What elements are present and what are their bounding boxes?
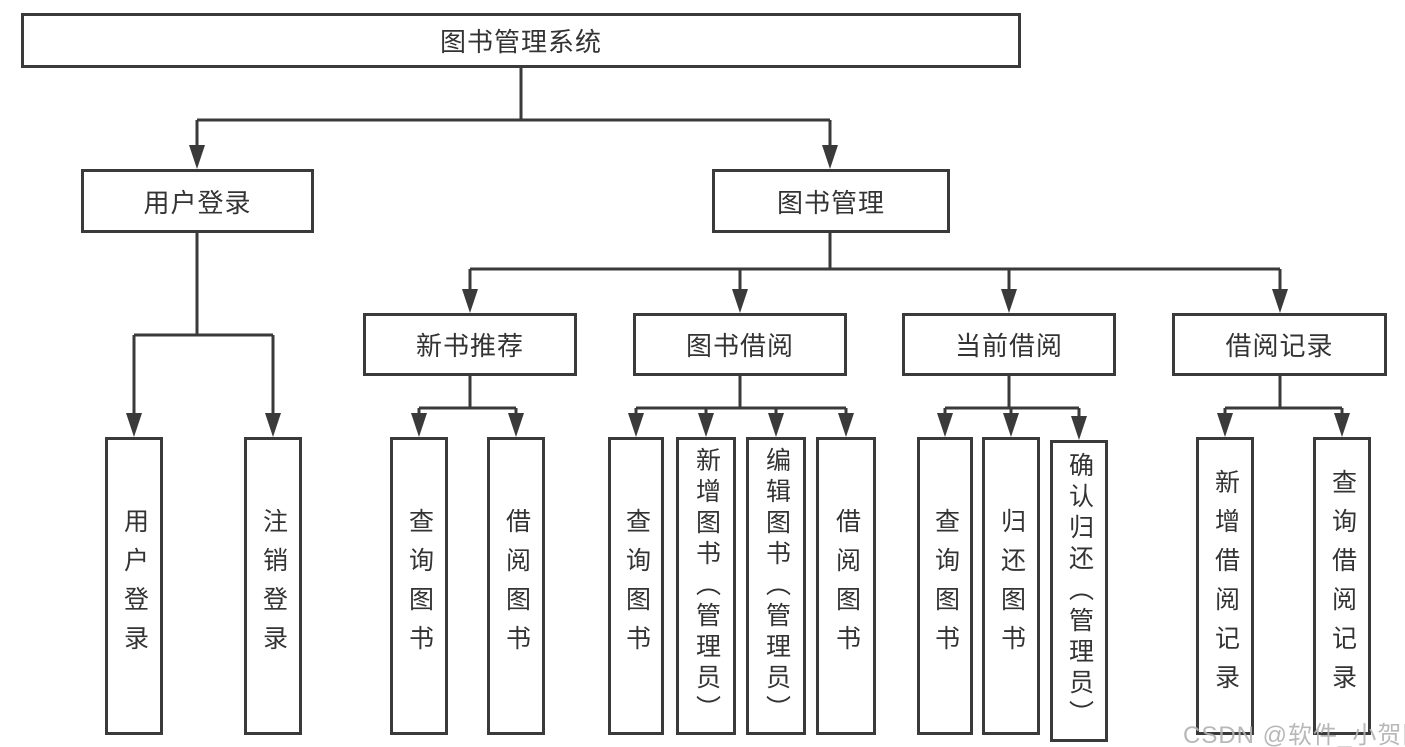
arrowheads — [126, 145, 1350, 440]
leaf-add-books-admin: 新增图书（管理员） — [676, 437, 736, 735]
leaf-confirm-return-admin-label: 确认归还（管理员） — [1065, 451, 1094, 731]
leaf-confirm-return-admin: 确认归还（管理员） — [1050, 440, 1108, 742]
leaf-borrow-books-borrowing: 借阅图书 — [816, 437, 876, 735]
leaf-query-books-borrowing: 查询图书 — [608, 437, 664, 735]
leaf-borrow-books-borrowing-label: 借阅图书 — [832, 508, 861, 664]
leaf-logout-login: 注销登录 — [244, 437, 302, 735]
leaf-borrow-books-recommend-label: 借阅图书 — [502, 508, 531, 664]
leaf-user-login: 用户登录 — [105, 437, 163, 735]
leaf-add-borrow-record-label: 新增借阅记录 — [1211, 469, 1240, 703]
leaf-edit-books-admin-label: 编辑图书（管理员） — [762, 446, 791, 726]
node-user-login: 用户登录 — [81, 169, 314, 233]
leaf-query-books-recommend: 查询图书 — [390, 437, 448, 735]
node-book-management-label: 图书管理 — [776, 187, 885, 218]
leaf-add-books-admin-label: 新增图书（管理员） — [692, 446, 721, 726]
leaf-query-books-current-label: 查询图书 — [931, 508, 960, 664]
leaf-borrow-books-recommend: 借阅图书 — [487, 437, 545, 735]
node-root-label: 图书管理系统 — [439, 27, 602, 57]
leaf-return-books-label: 归还图书 — [997, 508, 1026, 664]
watermark: CSDN @软件_小贺同学 — [1183, 722, 1405, 747]
leaf-query-borrow-record-label: 查询借阅记录 — [1328, 469, 1357, 703]
node-new-book-recommendation: 新书推荐 — [363, 313, 577, 376]
node-current-borrowing: 当前借阅 — [902, 313, 1116, 376]
leaf-user-login-label: 用户登录 — [120, 508, 149, 664]
leaf-query-books-recommend-label: 查询图书 — [405, 508, 434, 664]
node-new-book-recommendation-label: 新书推荐 — [415, 331, 524, 361]
node-borrowing-records: 借阅记录 — [1172, 313, 1387, 376]
connector-strokes — [132, 68, 1344, 418]
node-book-management: 图书管理 — [712, 169, 950, 233]
leaf-query-books-borrowing-label: 查询图书 — [622, 508, 651, 664]
leaf-edit-books-admin: 编辑图书（管理员） — [746, 437, 806, 735]
leaf-return-books: 归还图书 — [982, 437, 1040, 735]
node-root: 图书管理系统 — [21, 13, 1021, 68]
node-user-login-label: 用户登录 — [143, 187, 252, 218]
leaf-add-borrow-record: 新增借阅记录 — [1196, 437, 1254, 735]
leaf-query-books-current: 查询图书 — [917, 437, 973, 735]
node-book-borrowing: 图书借阅 — [633, 313, 847, 376]
node-book-borrowing-label: 图书借阅 — [685, 331, 794, 361]
leaf-logout-login-label: 注销登录 — [259, 508, 288, 664]
leaf-query-borrow-record: 查询借阅记录 — [1313, 437, 1371, 735]
node-borrowing-records-label: 借阅记录 — [1225, 331, 1334, 361]
node-current-borrowing-label: 当前借阅 — [954, 331, 1063, 361]
